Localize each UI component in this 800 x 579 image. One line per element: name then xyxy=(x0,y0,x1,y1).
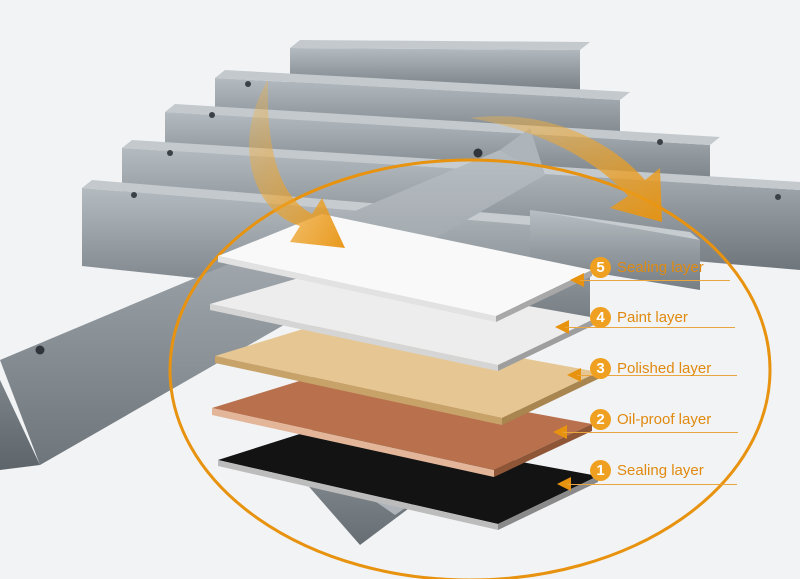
curved-arrow-right-icon xyxy=(470,116,662,222)
layer-number-badge: 2 xyxy=(590,408,611,430)
layer-label-4: 4 Paint layer xyxy=(590,304,688,330)
sheet-layer-1 xyxy=(218,426,598,530)
layer-number-badge: 4 xyxy=(590,306,611,328)
leader-line-2 xyxy=(563,432,738,433)
layer-label-text: Polished layer xyxy=(617,359,712,377)
layer-number-badge: 5 xyxy=(590,256,611,278)
layer-label-text: Oil-proof layer xyxy=(617,410,712,428)
layer-label-text: Paint layer xyxy=(617,308,688,326)
layer-number-badge: 3 xyxy=(590,357,611,379)
leader-line-1 xyxy=(567,484,737,485)
leader-line-3 xyxy=(577,375,737,376)
profile-right xyxy=(530,210,700,290)
layer-label-1: 1 Sealing layer xyxy=(590,457,704,483)
sheet-layer-2 xyxy=(212,374,592,477)
layer-label-2: 2 Oil-proof layer xyxy=(590,406,711,432)
sheet-layer-4 xyxy=(210,270,596,371)
layer-label-5: 5 Sealing layer xyxy=(590,254,704,280)
layer-label-text: Sealing layer xyxy=(617,258,704,276)
leader-line-4 xyxy=(565,327,735,328)
curved-arrow-left-icon xyxy=(249,80,345,248)
pointer-arrows xyxy=(553,273,584,491)
layer-label-text: Sealing layer xyxy=(617,461,704,479)
layer-label-3: 3 Polished layer xyxy=(590,355,711,381)
sheet-layer-3 xyxy=(215,322,598,425)
leader-line-5 xyxy=(580,280,730,281)
layer-number-badge: 1 xyxy=(590,459,611,481)
